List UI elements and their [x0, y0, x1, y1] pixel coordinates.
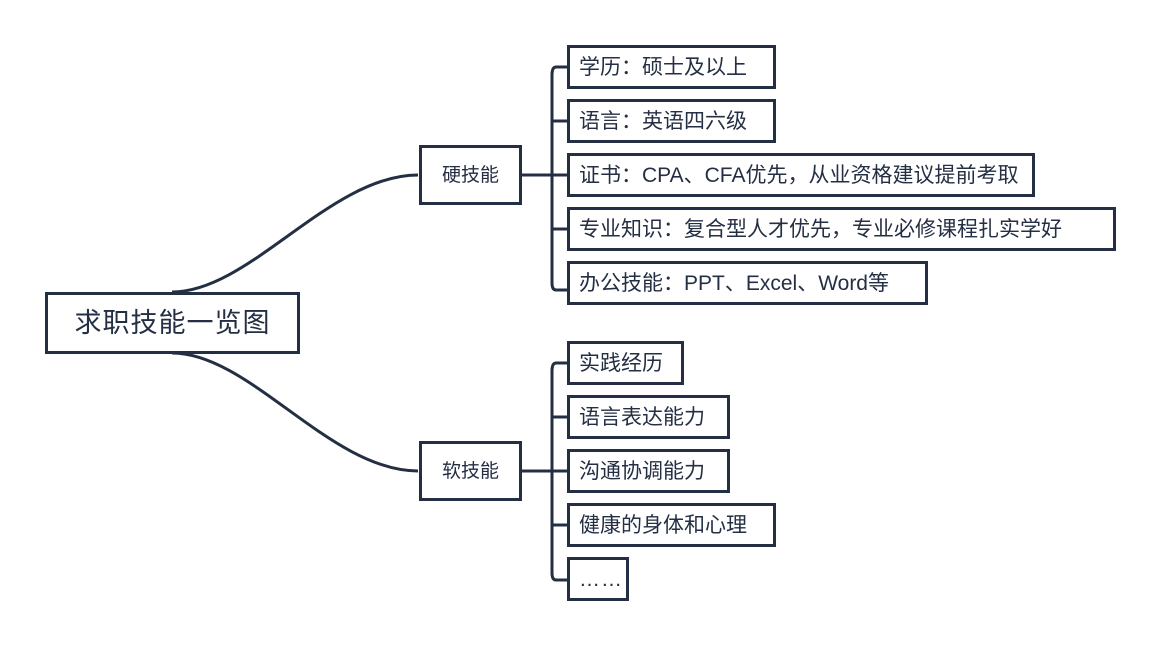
leaf-node-language[interactable]: 语言：英语四六级: [567, 99, 776, 143]
leaf-label-more: ……: [579, 567, 623, 591]
leaf-node-certificate[interactable]: 证书：CPA、CFA优先，从业资格建议提前考取: [567, 153, 1035, 197]
branch-node-soft-skills[interactable]: 软技能: [419, 441, 522, 501]
leaf-label-education: 学历：硕士及以上: [579, 55, 747, 79]
leaf-node-education[interactable]: 学历：硕士及以上: [567, 45, 776, 89]
connector-root-to-soft-skills: [171, 351, 419, 473]
leaf-node-communication[interactable]: 沟通协调能力: [567, 449, 730, 493]
branch-label-hard-skills: 硬技能: [441, 164, 499, 186]
leaf-label-office-skills: 办公技能：PPT、Excel、Word等: [579, 271, 889, 295]
leaf-label-major-knowledge: 专业知识：复合型人才优先，专业必修课程扎实学好: [579, 217, 1062, 241]
leaf-label-health: 健康的身体和心理: [579, 513, 747, 537]
leaf-label-verbal-expression: 语言表达能力: [579, 405, 705, 429]
connector-soft-skills-bracket: [550, 361, 568, 582]
leaf-node-health[interactable]: 健康的身体和心理: [567, 503, 776, 547]
leaf-node-verbal-expression[interactable]: 语言表达能力: [567, 395, 730, 439]
root-node-label: 求职技能一览图: [74, 307, 271, 338]
leaf-label-language: 语言：英语四六级: [579, 109, 747, 133]
leaf-node-major-knowledge[interactable]: 专业知识：复合型人才优先，专业必修课程扎实学好: [567, 207, 1116, 251]
leaf-label-practice-experience: 实践经历: [579, 351, 663, 375]
leaf-label-certificate: 证书：CPA、CFA优先，从业资格建议提前考取: [579, 163, 1019, 187]
leaf-label-communication: 沟通协调能力: [579, 459, 705, 483]
branch-node-hard-skills[interactable]: 硬技能: [419, 145, 522, 205]
connector-root-to-hard-skills: [171, 173, 419, 294]
connector-hard-skills-bracket: [550, 65, 568, 292]
leaf-node-practice-experience[interactable]: 实践经历: [567, 341, 684, 385]
root-node[interactable]: 求职技能一览图: [45, 292, 300, 354]
branch-label-soft-skills: 软技能: [441, 460, 499, 482]
leaf-node-office-skills[interactable]: 办公技能：PPT、Excel、Word等: [567, 261, 928, 305]
leaf-node-more[interactable]: ……: [567, 557, 629, 601]
